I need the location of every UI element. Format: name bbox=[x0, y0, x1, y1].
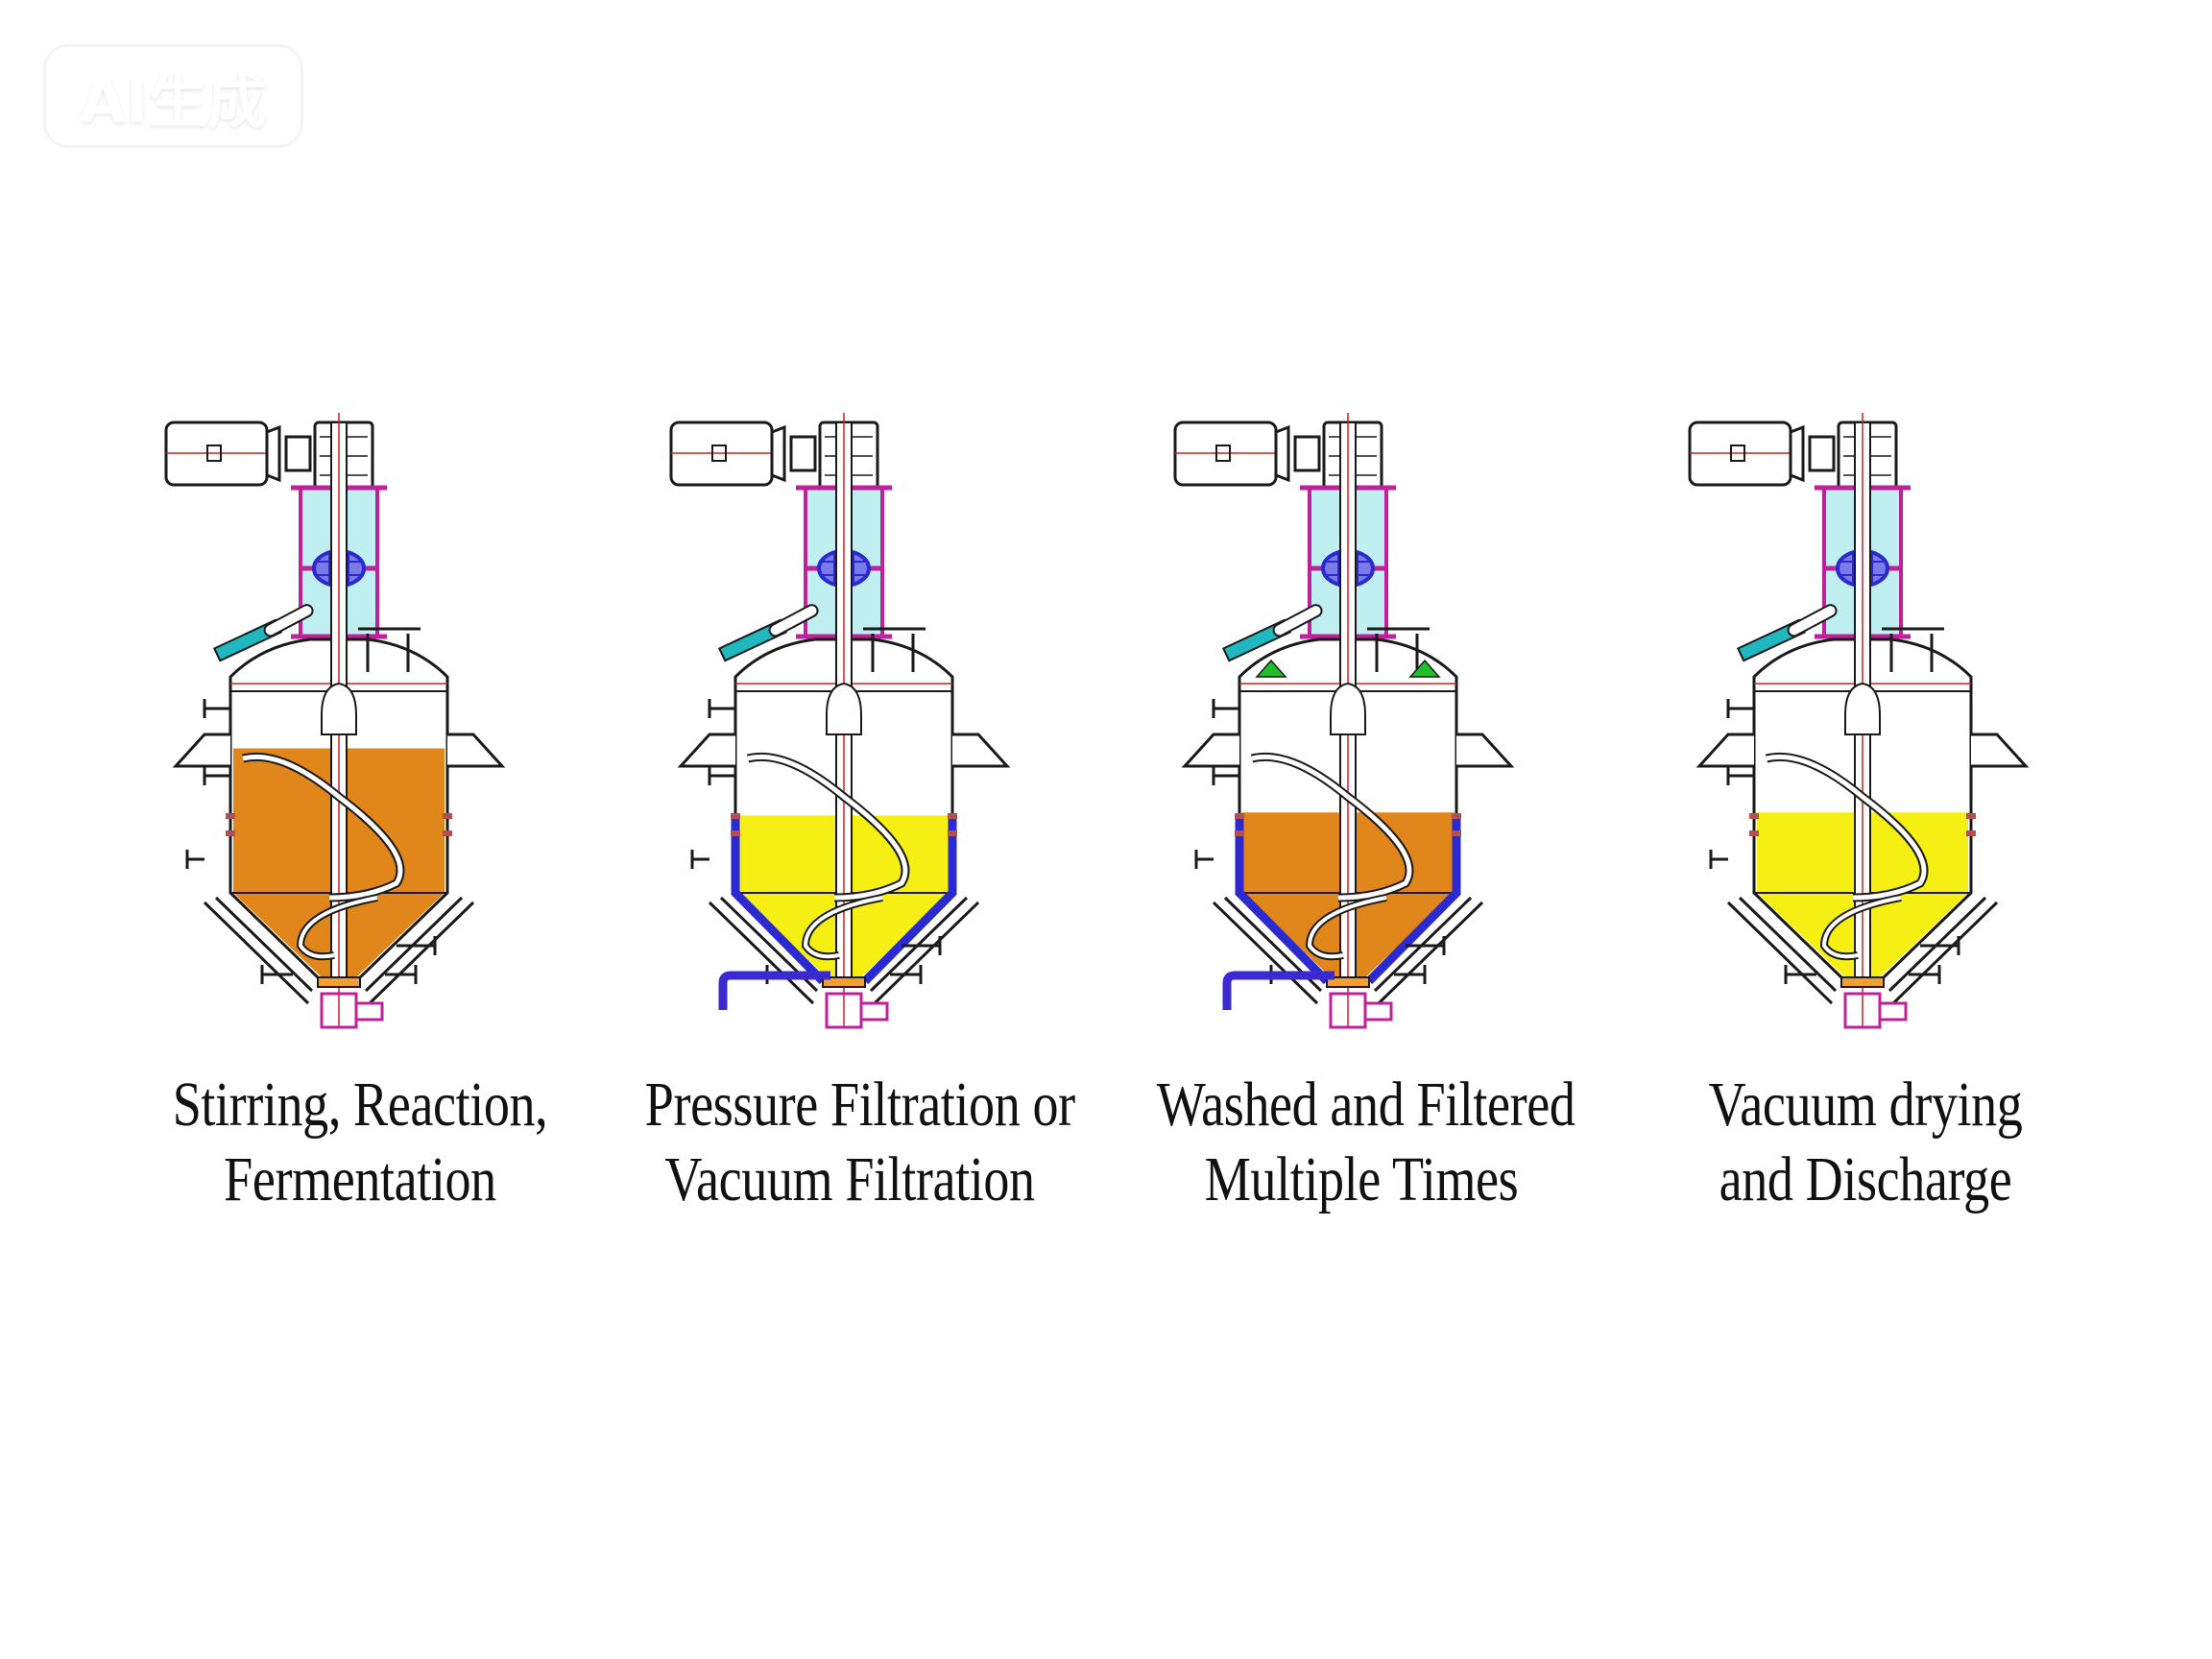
shaft-seal bbox=[1330, 682, 1366, 735]
spray-nozzle-left bbox=[1255, 659, 1287, 678]
outlet-flange bbox=[1326, 976, 1370, 988]
reactor-vessel bbox=[1688, 413, 2030, 1029]
caption-filtration: Pressure Filtration or Vacuum Filtration bbox=[644, 1068, 1075, 1217]
top-nozzle bbox=[358, 627, 421, 672]
feed-valve bbox=[1272, 604, 1323, 637]
coupling bbox=[1789, 424, 1836, 483]
motor-terminal-box bbox=[206, 445, 222, 462]
caption-line: Vacuum Filtration bbox=[664, 1144, 1035, 1214]
motor-terminal-box bbox=[711, 445, 727, 462]
spiral-ribbon-lower bbox=[1307, 896, 1387, 959]
ai-generated-watermark: AI生成 bbox=[43, 44, 303, 148]
spiral-ribbon bbox=[242, 754, 403, 901]
spray-nozzle-right bbox=[1408, 659, 1441, 678]
filtrate-pipe bbox=[718, 971, 830, 1010]
discharge-valve bbox=[320, 992, 384, 1029]
spiral-ribbon-lower bbox=[803, 896, 883, 959]
coupling bbox=[770, 424, 817, 483]
body-clamps bbox=[1749, 813, 1976, 836]
spiral-ribbon bbox=[747, 754, 908, 901]
caption-line: and Discharge bbox=[1719, 1144, 2012, 1214]
support-lug bbox=[677, 733, 1011, 768]
filter-jacket-highlight bbox=[1235, 816, 1461, 985]
shaft-seal bbox=[826, 682, 862, 735]
side-nozzles bbox=[1709, 699, 1960, 984]
caption-line: Pressure Filtration or bbox=[644, 1070, 1075, 1140]
feed-valve bbox=[768, 604, 819, 637]
reactor-vessel bbox=[669, 413, 1011, 1029]
caption-line: Washed and Filtered bbox=[1156, 1070, 1575, 1140]
top-nozzle bbox=[1367, 627, 1430, 672]
discharge-valve bbox=[825, 992, 889, 1029]
body-clamps bbox=[226, 813, 452, 836]
outlet-flange bbox=[1840, 976, 1885, 988]
outlet-flange bbox=[822, 976, 866, 988]
filtrate-pipe bbox=[1222, 971, 1334, 1010]
body-clamps bbox=[1235, 813, 1461, 836]
spiral-ribbon-lower bbox=[1821, 896, 1902, 959]
top-nozzle bbox=[863, 627, 926, 672]
motor-terminal-box bbox=[1215, 445, 1231, 462]
spiral-ribbon bbox=[1251, 754, 1412, 901]
caption-drying: Vacuum drying and Discharge bbox=[1661, 1068, 2070, 1217]
caption-washing: Washed and Filtered Multiple Times bbox=[1156, 1068, 1575, 1217]
caption-line: Stirring, Reaction, bbox=[172, 1070, 548, 1140]
caption-line: Fermentation bbox=[224, 1144, 496, 1214]
discharge-valve bbox=[1843, 992, 1908, 1029]
coupling bbox=[1274, 424, 1321, 483]
reactor-vessel bbox=[1173, 413, 1515, 1029]
caption-stirring: Stirring, Reaction, Fermentation bbox=[156, 1068, 565, 1217]
spiral-ribbon bbox=[1766, 754, 1927, 901]
coupling bbox=[265, 424, 312, 483]
feed-valve bbox=[1787, 604, 1838, 637]
feed-valve bbox=[263, 604, 314, 637]
top-nozzle bbox=[1882, 627, 1944, 672]
discharge-valve bbox=[1329, 992, 1393, 1029]
side-nozzles bbox=[185, 699, 437, 984]
outlet-flange bbox=[317, 976, 361, 988]
filter-jacket-highlight bbox=[731, 816, 957, 985]
body-clamps bbox=[731, 813, 957, 836]
shaft-seal bbox=[1844, 682, 1881, 735]
shaft-seal bbox=[321, 682, 357, 735]
caption-line: Vacuum drying bbox=[1708, 1070, 2023, 1140]
reactor-vessel bbox=[164, 413, 506, 1029]
spiral-ribbon-lower bbox=[298, 896, 378, 959]
caption-line: Multiple Times bbox=[1204, 1144, 1519, 1214]
motor-terminal-box bbox=[1730, 445, 1745, 462]
